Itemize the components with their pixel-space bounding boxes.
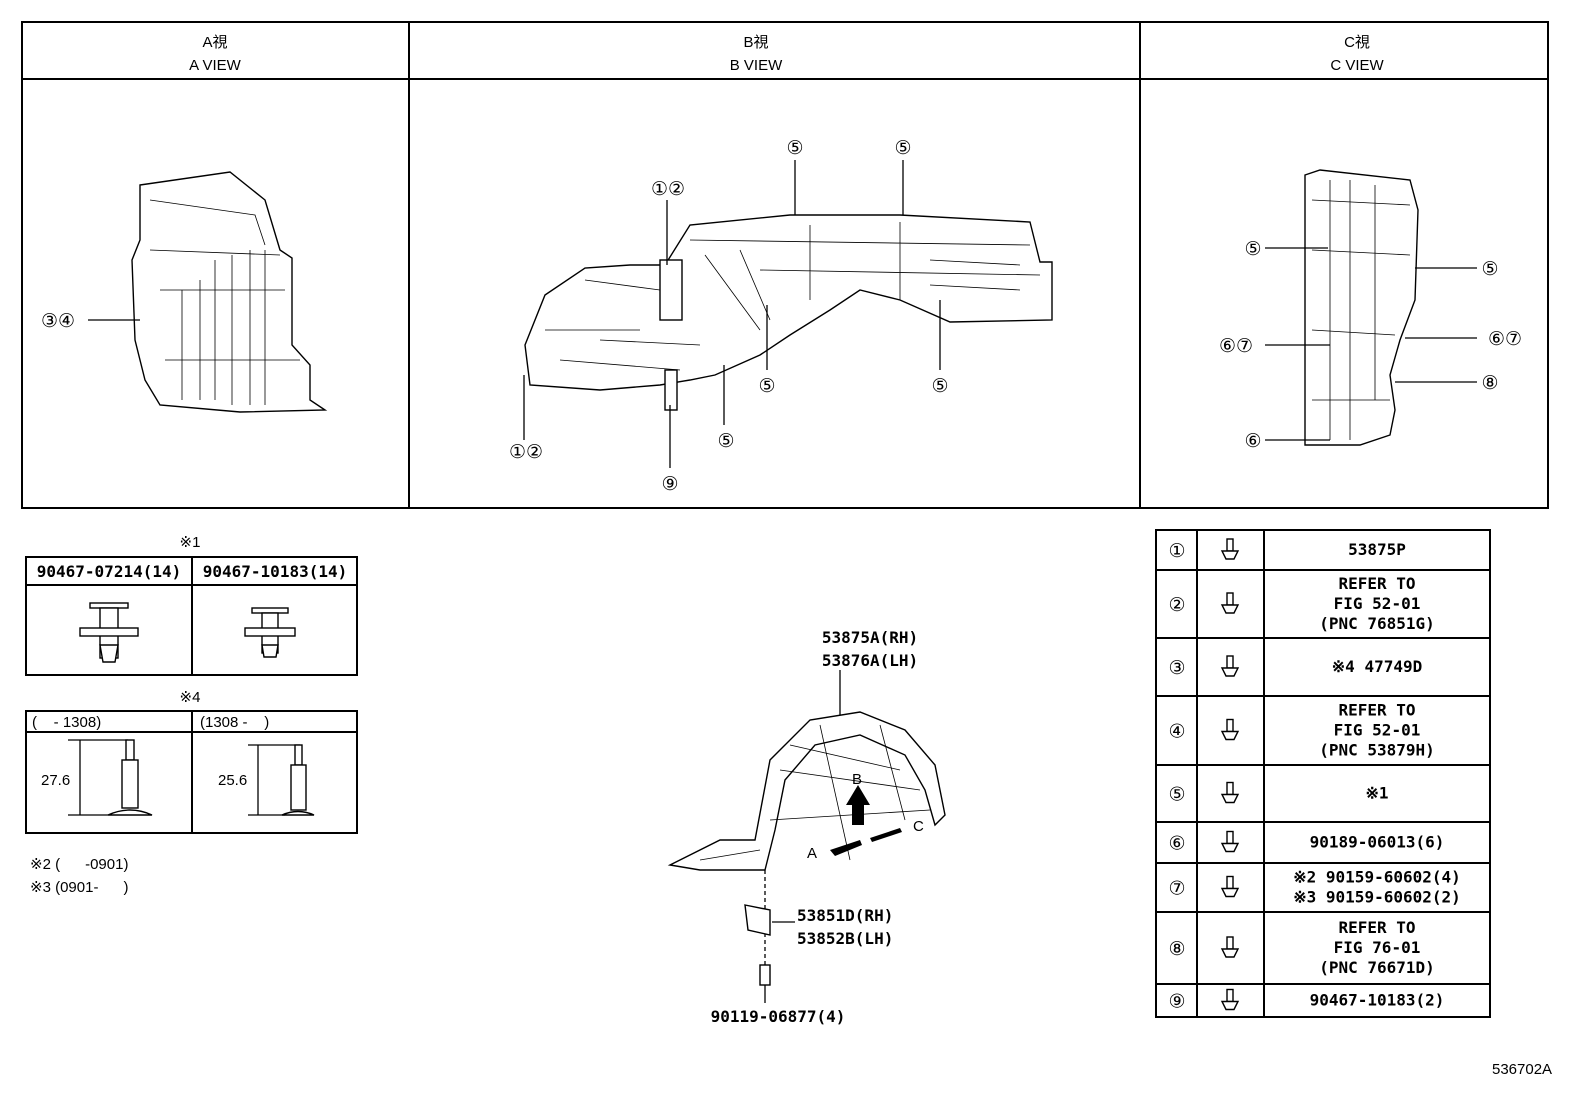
legend-row: ⑨ 90467-10183(2) bbox=[1168, 988, 1445, 1013]
view-c-title: C VIEW bbox=[1330, 57, 1384, 74]
legend-number: ① bbox=[1168, 540, 1185, 562]
note4-range-2: (1308 - ) bbox=[200, 714, 269, 731]
legend-part-text: ※4 47749D bbox=[1332, 657, 1422, 676]
legend-part-text: REFER TO bbox=[1338, 918, 1415, 937]
note1-part-1: 90467-07214(14) bbox=[37, 562, 182, 581]
push-clip-icon bbox=[1220, 936, 1240, 958]
push-clip-icon bbox=[1220, 988, 1240, 1011]
shield-part-rh: 53851D(RH) bbox=[797, 906, 893, 925]
a-view-drawing: ③④ bbox=[41, 171, 328, 413]
callout-5: ⑤ bbox=[758, 375, 775, 397]
legend-part-text: FIG 76-01 bbox=[1334, 938, 1421, 957]
legend-number: ② bbox=[1168, 594, 1185, 616]
legend-row: ⑤ ※1 bbox=[1168, 781, 1389, 806]
callout-5: ⑤ bbox=[1481, 258, 1498, 280]
legend-part-text: (PNC 53879H) bbox=[1319, 741, 1435, 760]
legend-part-text: FIG 52-01 bbox=[1334, 721, 1421, 740]
b-view-leaders bbox=[523, 160, 941, 468]
arrow-a-c-icon bbox=[830, 828, 902, 856]
legend-part-text: ※1 bbox=[1365, 784, 1388, 803]
note4-table: ※4 ( - 1308) (1308 - ) 27.6 25.6 bbox=[25, 689, 358, 834]
legend-part-text: ※3 90159-60602(2) bbox=[1293, 888, 1461, 907]
push-clip-icon bbox=[1220, 781, 1240, 804]
legend-part-text: (PNC 76671D) bbox=[1319, 958, 1435, 977]
legend-part-text: 90467-10183(2) bbox=[1310, 991, 1445, 1010]
callout-5: ⑤ bbox=[894, 137, 911, 159]
callout-8: ⑧ bbox=[1481, 372, 1498, 394]
shield-part-lh: 53852B(LH) bbox=[797, 929, 893, 948]
legend-row: ③ ※4 47749D bbox=[1168, 655, 1422, 679]
view-b-title-jp: B視 bbox=[743, 34, 768, 51]
footnote-3: ※3 (0901- ) bbox=[30, 879, 128, 896]
note4-range-1: ( - 1308) bbox=[32, 714, 101, 731]
callout-5: ⑤ bbox=[931, 375, 948, 397]
footnote-2: ※2 ( -0901) bbox=[30, 856, 128, 873]
arrow-a-label: A bbox=[807, 845, 817, 862]
arrow-b-icon bbox=[846, 785, 870, 825]
legend-number: ④ bbox=[1168, 721, 1185, 743]
legend-part-text: REFER TO bbox=[1338, 574, 1415, 593]
legend-number: ⑤ bbox=[1168, 784, 1185, 806]
liner-part-rh: 53875A(RH) bbox=[822, 628, 918, 647]
views-frame: A視 A VIEW B視 B VIEW C視 C VIEW bbox=[21, 21, 1549, 509]
screw-icon bbox=[1220, 875, 1240, 898]
figure-id: 536702A bbox=[1492, 1061, 1552, 1078]
fastener-legend-table bbox=[1155, 529, 1491, 1018]
screw-icon bbox=[1220, 538, 1240, 560]
callout-6: ⑥ bbox=[1244, 430, 1261, 452]
pin-clip-icon bbox=[1220, 655, 1240, 677]
legend-number: ⑥ bbox=[1168, 833, 1185, 855]
legend-number: ③ bbox=[1168, 657, 1185, 679]
dimension-25-6: 25.6 bbox=[218, 772, 247, 789]
dimension-27-6: 27.6 bbox=[41, 772, 70, 789]
callout-3-4: ③④ bbox=[41, 310, 75, 332]
legend-row: ① 53875P bbox=[1168, 538, 1406, 562]
note1-table: ※1 90467-07214(14) 90467-10183(14) bbox=[25, 534, 358, 676]
liner-part-lh: 53876A(LH) bbox=[822, 651, 918, 670]
callout-9: ⑨ bbox=[661, 473, 678, 495]
legend-part-text: (PNC 76851G) bbox=[1319, 614, 1435, 633]
legend-row: ⑦ ※2 90159-60602(4)※3 90159-60602(2) bbox=[1168, 868, 1460, 907]
callout-6-7: ⑥⑦ bbox=[1219, 335, 1253, 357]
arrow-c-label: C bbox=[913, 818, 924, 835]
push-clip-drawing bbox=[79, 602, 139, 663]
arrow-b-label: B bbox=[852, 771, 862, 788]
clip-nut-icon bbox=[1220, 592, 1240, 614]
retainer-icon bbox=[1220, 718, 1240, 741]
note4-title: ※4 bbox=[180, 689, 201, 706]
view-a-title: A VIEW bbox=[189, 57, 242, 74]
callout-5: ⑤ bbox=[786, 137, 803, 159]
view-a-title-jp: A視 bbox=[202, 34, 227, 51]
fender-liner-drawing: 53875A(RH) 53876A(LH) B A C 53851D(RH) 5… bbox=[667, 628, 946, 1026]
callout-1-2-top: ①② bbox=[651, 178, 685, 200]
callout-6-7: ⑥⑦ bbox=[1488, 328, 1522, 350]
callout-5: ⑤ bbox=[717, 430, 734, 452]
legend-number: ⑦ bbox=[1168, 878, 1185, 900]
legend-row: ⑥ 90189-06013(6) bbox=[1168, 830, 1445, 855]
callout-1-2-bottom: ①② bbox=[509, 441, 543, 463]
note1-title: ※1 bbox=[180, 534, 201, 551]
callout-5: ⑤ bbox=[1244, 238, 1261, 260]
b-view-drawing: ①② ⑤ ⑤ ⑤ ⑤ ⑤ ①② ⑨ bbox=[509, 137, 1053, 495]
c-view-drawing: ⑤ ⑤ ⑥⑦ ⑥⑦ ⑧ ⑥ bbox=[1219, 169, 1522, 452]
legend-number: ⑨ bbox=[1168, 991, 1185, 1013]
legend-part-text: 90189-06013(6) bbox=[1310, 833, 1445, 852]
push-clip-drawing bbox=[244, 607, 296, 658]
view-b-title: B VIEW bbox=[730, 57, 783, 74]
legend-part-text: REFER TO bbox=[1338, 701, 1415, 720]
legend-number: ⑧ bbox=[1168, 938, 1185, 960]
legend-part-text: 53875P bbox=[1348, 540, 1406, 559]
legend-part-text: ※2 90159-60602(4) bbox=[1293, 868, 1461, 887]
view-c-title-jp: C視 bbox=[1344, 34, 1370, 51]
bolt-part: 90119-06877(4) bbox=[711, 1007, 846, 1026]
nut-icon bbox=[1220, 830, 1240, 853]
note1-part-2: 90467-10183(14) bbox=[203, 562, 348, 581]
legend-part-text: FIG 52-01 bbox=[1334, 594, 1421, 613]
